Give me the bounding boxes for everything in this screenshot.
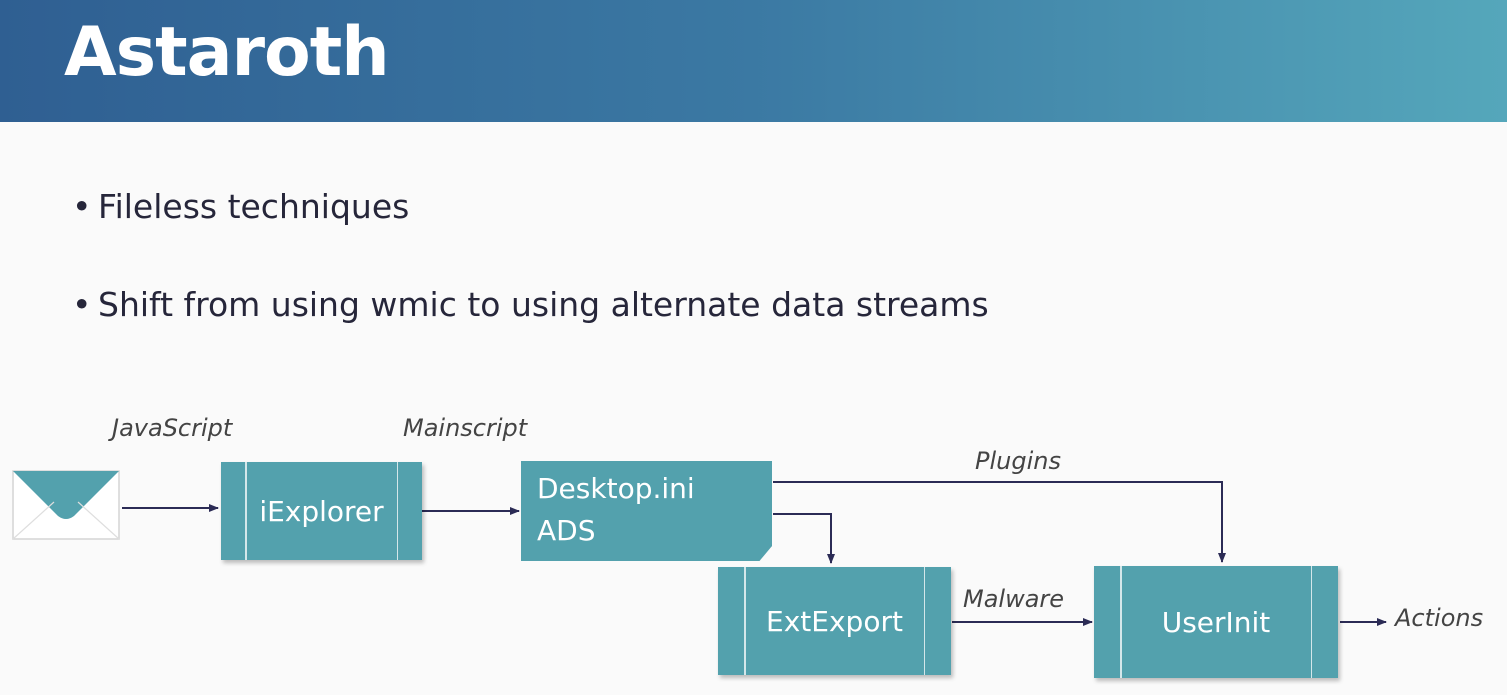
- label-javascript: JavaScript: [112, 414, 233, 442]
- title-banner: Astaroth: [0, 0, 1507, 122]
- bullet-text: Fileless techniques: [98, 187, 410, 226]
- node-userinit: UserInit: [1094, 566, 1338, 678]
- label-actions: Actions: [1395, 604, 1484, 632]
- envelope-icon: [12, 470, 120, 540]
- node-extexport: ExtExport: [718, 567, 951, 675]
- bullet-item: •Shift from using wmic to using alternat…: [72, 285, 989, 324]
- node-label: iExplorer: [259, 494, 384, 528]
- process-bar-left: [744, 567, 746, 675]
- slide-title: Astaroth: [64, 13, 390, 92]
- bullet-dot: •: [72, 187, 92, 226]
- process-bar-left: [245, 462, 247, 560]
- node-label-line-2: ADS: [537, 514, 596, 547]
- process-bar-right: [923, 567, 925, 675]
- process-bar-left: [1120, 566, 1122, 678]
- node-label: UserInit: [1161, 605, 1271, 639]
- node-label: ExtExport: [766, 604, 903, 638]
- node-iexplorer: iExplorer: [221, 462, 422, 560]
- process-bar-right: [396, 462, 398, 560]
- arrow-desktop-ini-to-extexport: [773, 513, 835, 564]
- bullet-text: Shift from using wmic to using alternate…: [98, 285, 989, 324]
- arrow-desktop-ini-to-userinit: [773, 481, 1226, 563]
- node-desktop-ini-ads: Desktop.ini ADS: [521, 461, 772, 561]
- label-malware: Malware: [963, 585, 1065, 613]
- process-bar-right: [1310, 566, 1312, 678]
- node-label-line-1: Desktop.ini: [537, 472, 695, 505]
- label-mainscript: Mainscript: [403, 414, 528, 442]
- bullet-item: •Fileless techniques: [72, 187, 409, 226]
- label-plugins: Plugins: [975, 447, 1061, 475]
- bullet-dot: •: [72, 285, 92, 324]
